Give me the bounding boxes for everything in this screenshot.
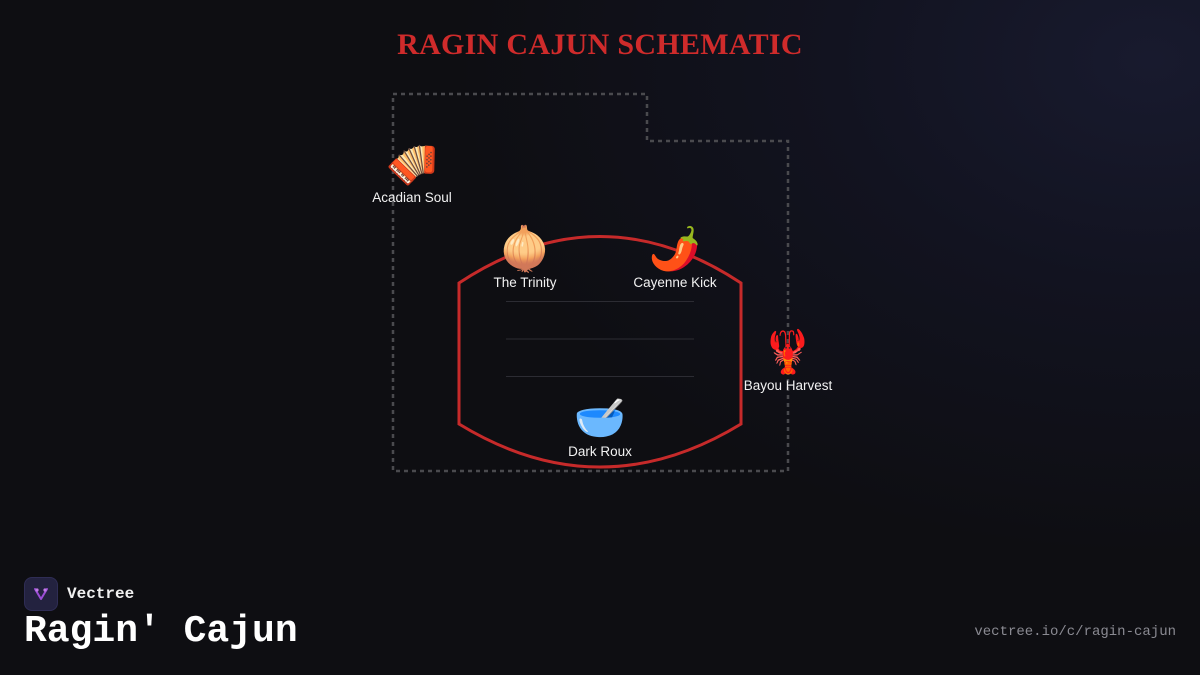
node-the-trinity: 🧅 The Trinity [445, 224, 605, 291]
node-bayou-harvest: 🦞 Bayou Harvest [708, 327, 868, 394]
diagram-title: RAGIN CAJUN SCHEMATIC [397, 28, 803, 61]
node-label: Dark Roux [568, 444, 632, 459]
crawfish-icon: 🦞 [761, 327, 815, 376]
node-cayenne-kick: 🌶️ Cayenne Kick [595, 224, 755, 291]
page-url[interactable]: vectree.io/c/ragin-cajun [974, 624, 1176, 640]
node-label: Bayou Harvest [743, 378, 833, 393]
vectree-logo-icon [24, 577, 58, 611]
onion-icon: 🧅 [498, 224, 552, 273]
brand-name: Vectree [67, 585, 135, 603]
node-dark-roux: 🥣 Dark Roux [520, 393, 680, 460]
brand: Vectree [24, 577, 134, 611]
bowl-icon: 🥣 [573, 393, 627, 442]
node-label: The Trinity [493, 275, 557, 290]
node-acadian-soul: 🪗 Acadian Soul [332, 139, 492, 206]
page-heading: Ragin' Cajun [24, 610, 298, 653]
node-label: Acadian Soul [372, 190, 452, 205]
dashed-boundary [391, 92, 790, 473]
pot-outline [457, 235, 743, 469]
node-label: Cayenne Kick [633, 275, 717, 290]
accordion-icon: 🪗 [385, 139, 439, 188]
chili-pepper-icon: 🌶️ [648, 224, 702, 273]
